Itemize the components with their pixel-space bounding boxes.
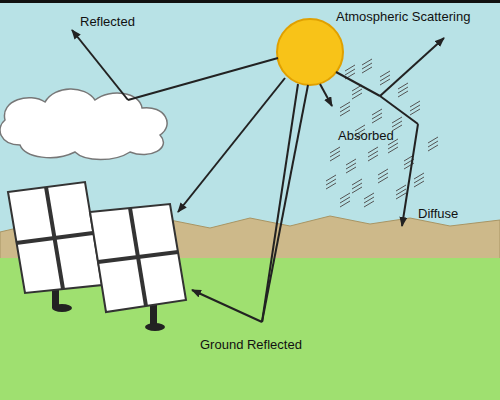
solar-panels [8,182,186,331]
absorbed-label: Absorbed [338,128,394,144]
ground-reflected-label: Ground Reflected [200,337,302,353]
sun [277,19,343,85]
scattering-label: Atmospheric Scattering [336,9,470,25]
top-edge [0,0,500,3]
radiation-arrows [72,30,444,322]
scatter-hatching [326,59,438,207]
cloud [0,89,167,160]
reflected-label: Reflected [80,14,135,30]
diffuse-label: Diffuse [418,206,458,222]
